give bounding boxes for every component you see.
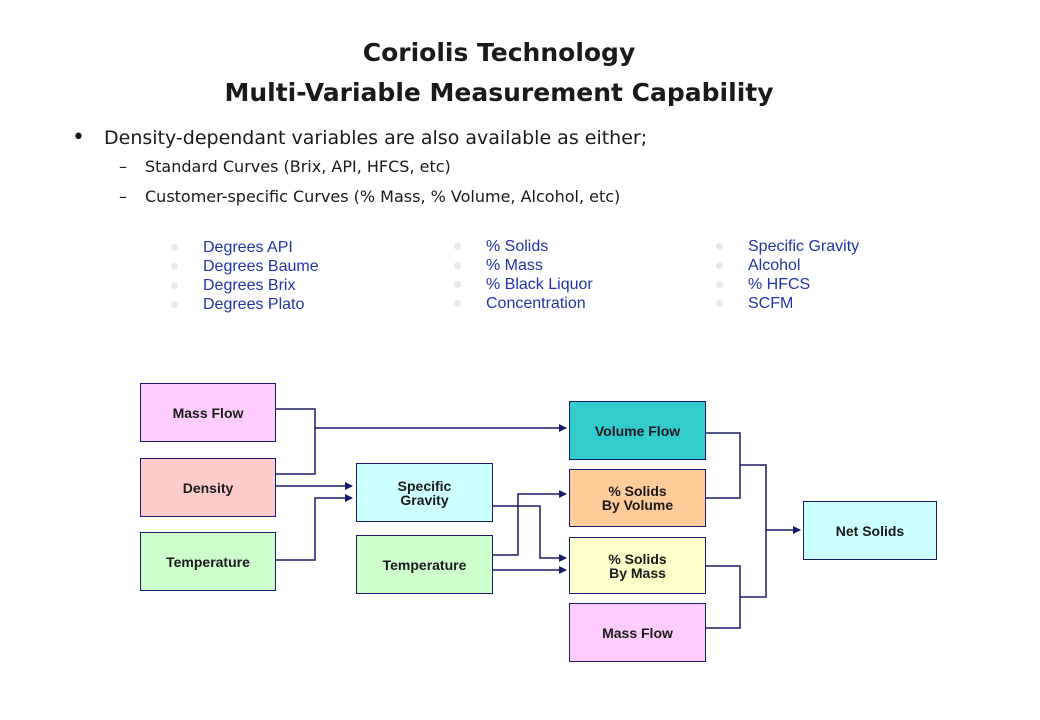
- title-line-1: Coriolis Technology: [362, 38, 636, 67]
- variable-list-gravity: Specific Gravity Alcohol % HFCS SCFM: [716, 237, 859, 313]
- bullet-dot-icon: [454, 300, 461, 307]
- specific-gravity-box: Specific Gravity: [356, 463, 493, 522]
- bullet-dot-icon: [716, 262, 723, 269]
- title-line-2: Multi-Variable Measurement Capability: [224, 78, 774, 107]
- list-item: % Solids: [454, 237, 593, 256]
- bullet-dot-icon: [171, 301, 178, 308]
- specific-gravity-label-1: Specific: [397, 477, 452, 494]
- connector-temp-to-sg: [275, 494, 353, 561]
- temperature-input-box: Temperature: [140, 532, 276, 591]
- list-item: Alcohol: [716, 256, 859, 275]
- volume-flow-box: Volume Flow: [569, 401, 706, 460]
- bullet-dot-icon: [716, 281, 723, 288]
- connector-bracket-join: [740, 464, 767, 598]
- solids-by-mass-label-1: % Solids: [608, 550, 667, 567]
- dash-marker: –: [119, 187, 127, 206]
- bullet-dot-icon: [171, 263, 178, 270]
- list-item: SCFM: [716, 294, 859, 313]
- main-bullet-text: Density-dependant variables are also ava…: [104, 127, 648, 149]
- dash-marker: –: [119, 157, 127, 176]
- solids-by-volume-label-2: By Volume: [601, 497, 674, 513]
- solids-by-mass-label-2: By Mass: [609, 564, 666, 581]
- bullet-dot-icon: [171, 244, 178, 251]
- bullet-dot-icon: [716, 243, 723, 250]
- sub-bullet-text: Standard Curves (Brix, API, HFCS, etc): [145, 157, 451, 176]
- connector-temp-to-solids-volume: [492, 490, 567, 556]
- list-item: % Mass: [454, 256, 593, 275]
- list-item: Concentration: [454, 294, 593, 313]
- bullet-dot-icon: [454, 243, 461, 250]
- variable-list-degrees: Degrees API Degrees Baume Degrees Brix D…: [171, 238, 319, 314]
- list-item: Degrees Plato: [171, 295, 319, 314]
- bullet-dot-icon: [716, 300, 723, 307]
- connector-sg-to-solids-mass: [492, 505, 567, 562]
- mass-flow-input-box: Mass Flow: [140, 383, 276, 442]
- temperature-mid-box: Temperature: [356, 535, 493, 594]
- connector-mass-to-sg: [275, 428, 316, 475]
- list-item: Degrees Brix: [171, 276, 319, 295]
- specific-gravity-label-2: Gravity: [400, 491, 449, 508]
- connector-volume-merge: [706, 432, 741, 499]
- net-solids-box: Net Solids: [803, 501, 937, 560]
- bullet-dot-icon: [454, 281, 461, 288]
- list-item: Degrees API: [171, 238, 319, 257]
- list-item: % HFCS: [716, 275, 859, 294]
- solids-by-volume-box: % Solids By Volume: [569, 469, 706, 527]
- list-item: % Black Liquor: [454, 275, 593, 294]
- solids-by-mass-box: % Solids By Mass: [569, 537, 706, 594]
- connector-mass-to-volume: [275, 408, 567, 432]
- connector-mass-merge: [706, 565, 741, 629]
- mass-flow-output-box: Mass Flow: [569, 603, 706, 662]
- density-box: Density: [140, 458, 276, 517]
- bullet-dot: •: [72, 125, 85, 150]
- variable-list-solids: % Solids % Mass % Black Liquor Concentra…: [454, 237, 593, 313]
- bullet-dot-icon: [171, 282, 178, 289]
- bullet-dot-icon: [454, 262, 461, 269]
- list-item: Specific Gravity: [716, 237, 859, 256]
- solids-by-volume-label-1: % Solids: [608, 483, 667, 499]
- sub-bullet-text: Customer-specific Curves (% Mass, % Volu…: [145, 187, 621, 206]
- list-item: Degrees Baume: [171, 257, 319, 276]
